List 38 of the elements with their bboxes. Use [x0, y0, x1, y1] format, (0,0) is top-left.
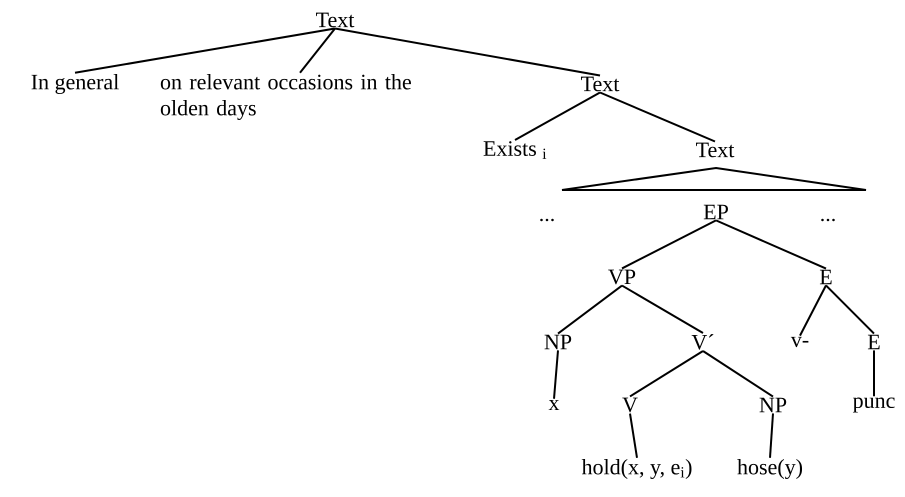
tree-label: EP	[704, 204, 728, 220]
tree-label: on relevant occasions in the olden days	[160, 74, 411, 120]
tree-branch	[334, 28, 600, 76]
tree-branch	[622, 284, 704, 334]
tree-branch	[622, 220, 716, 270]
tree-label: x	[548, 400, 560, 410]
tree-label: ...	[540, 218, 554, 222]
tree-branch	[716, 219, 826, 270]
tree-label: Text	[581, 76, 620, 92]
tree-branch	[629, 350, 704, 398]
tree-branch	[600, 92, 716, 142]
tree-label: Text	[696, 142, 734, 158]
tree-branch	[825, 284, 875, 334]
tree-label: hold(x, y, e$_{i}$)	[582, 459, 692, 479]
tree-branch	[873, 350, 875, 396]
tree-label: V	[622, 398, 638, 412]
tree-branch	[299, 28, 336, 74]
tree-branch	[629, 413, 638, 458]
tree-label: V´	[692, 334, 714, 350]
tree-label: In general	[32, 74, 119, 94]
tree-label: ...	[821, 218, 835, 222]
tree-branch	[557, 284, 623, 334]
tree-branch	[799, 284, 827, 336]
tree-label: hose(y)	[737, 459, 802, 479]
tree-label: VP	[608, 270, 636, 284]
tree-branch	[769, 413, 774, 458]
tree-label: E	[868, 334, 880, 350]
tree-label: v-	[790, 336, 808, 348]
tree-label: E	[820, 270, 832, 284]
tree-branch	[553, 350, 559, 399]
tree-label: Exists $_{i}$	[484, 141, 546, 159]
tree-branch	[74, 28, 336, 74]
tree-label: punc	[852, 397, 895, 413]
tree-branch	[514, 92, 600, 141]
tree-label: Text	[316, 12, 354, 28]
tree-branch	[702, 350, 774, 398]
tree-label: NP	[760, 398, 786, 412]
tree-label: NP	[544, 334, 572, 350]
